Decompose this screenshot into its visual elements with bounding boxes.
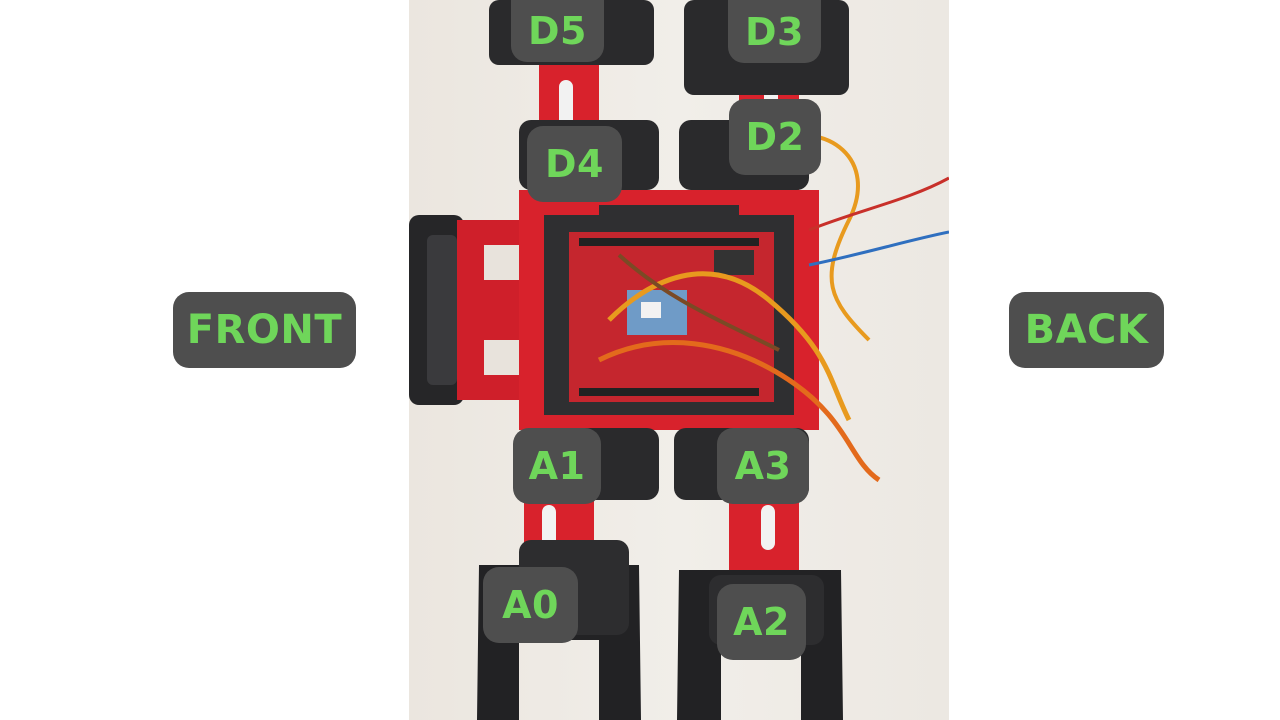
servo-label-a0: A0 [483,567,578,643]
servo-label-d3: D3 [728,0,821,63]
servo-label-d2: D2 [729,99,821,175]
power-jack [714,250,754,275]
header-pins [579,388,759,396]
servo-wire [607,271,852,422]
back-label: BACK [1009,292,1164,368]
servo-label-d5: D5 [511,0,604,62]
servo-label-a2: A2 [717,584,806,660]
module-chip [641,302,661,318]
red-wire [808,176,949,232]
servo-wire [617,253,780,352]
blue-wire [808,230,949,267]
servo-horn [542,505,556,550]
servo-horn [559,80,573,130]
front-label: FRONT [173,292,356,368]
servo-label-d4: D4 [527,126,622,202]
servo-wire [597,340,881,483]
servo-horn [761,505,775,550]
servo-label-a3: A3 [717,428,809,504]
battery-pack-detail [427,235,457,385]
header-pins [579,238,759,246]
servo-label-a1: A1 [513,428,601,504]
